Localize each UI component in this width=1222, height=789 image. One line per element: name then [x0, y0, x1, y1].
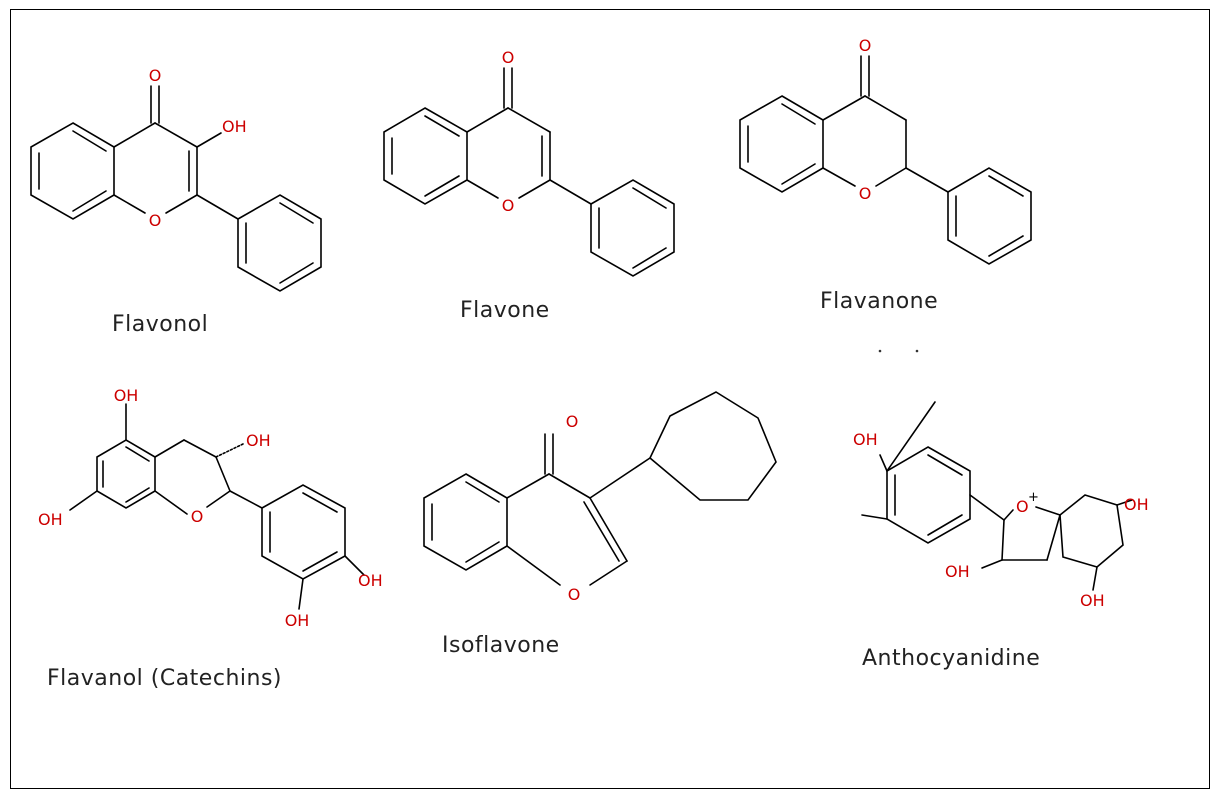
anthocyanidine-caption: Anthocyanidine: [862, 646, 1040, 671]
flavonol-hydroxyl: OH: [222, 117, 247, 136]
molecule-flavanone: O O Flavanone: [739, 36, 1032, 353]
molecule-anthocyanidine: OH O + OH OH OH Anthocyanidine: [853, 401, 1149, 671]
anthocyanidine-ring-oxygen: O: [1016, 497, 1029, 516]
anthocyanidine-charge: +: [1028, 490, 1039, 505]
molecule-flavanol: OH OH OH O OH OH Flavanol (Catechins): [38, 386, 383, 691]
flavanone-ring-oxygen: O: [859, 184, 872, 203]
flavanol-oh-3: OH: [246, 431, 271, 450]
anthocyanidine-oh-5: OH: [1080, 591, 1105, 610]
stray-dot: [878, 349, 882, 353]
flavanone-carbonyl-oxygen: O: [859, 36, 872, 55]
flavone-carbonyl-oxygen: O: [502, 48, 515, 67]
molecule-flavonol: O O OH Flavonol: [30, 66, 322, 337]
flavonol-carbonyl-oxygen: O: [149, 66, 162, 85]
flavanol-oh-4prime: OH: [358, 571, 383, 590]
flavanol-ring-oxygen: O: [191, 507, 204, 526]
anthocyanidine-oh-3: OH: [945, 562, 970, 581]
flavanol-oh-7: OH: [38, 510, 63, 529]
anthocyanidine-oh-7: OH: [1124, 495, 1149, 514]
isoflavone-carbonyl-oxygen: O: [566, 412, 579, 431]
flavanol-caption: Flavanol (Catechins): [47, 666, 282, 691]
flavanone-caption: Flavanone: [820, 289, 938, 314]
flavone-ring-oxygen: O: [502, 196, 515, 215]
isoflavone-caption: Isoflavone: [442, 633, 560, 658]
molecule-isoflavone: O O Isoflavone: [423, 391, 777, 658]
isoflavone-ring-oxygen: O: [568, 585, 581, 604]
stray-dot: [915, 349, 919, 353]
molecule-flavone: O O Flavone: [383, 48, 675, 323]
flavonol-ring-oxygen: O: [149, 211, 162, 230]
flavonol-caption: Flavonol: [112, 312, 208, 337]
flavanol-oh-3prime: OH: [285, 611, 310, 630]
anthocyanidine-oh-4prime: OH: [853, 430, 878, 449]
flavone-caption: Flavone: [460, 298, 550, 323]
flavanol-oh-5: OH: [114, 386, 139, 405]
